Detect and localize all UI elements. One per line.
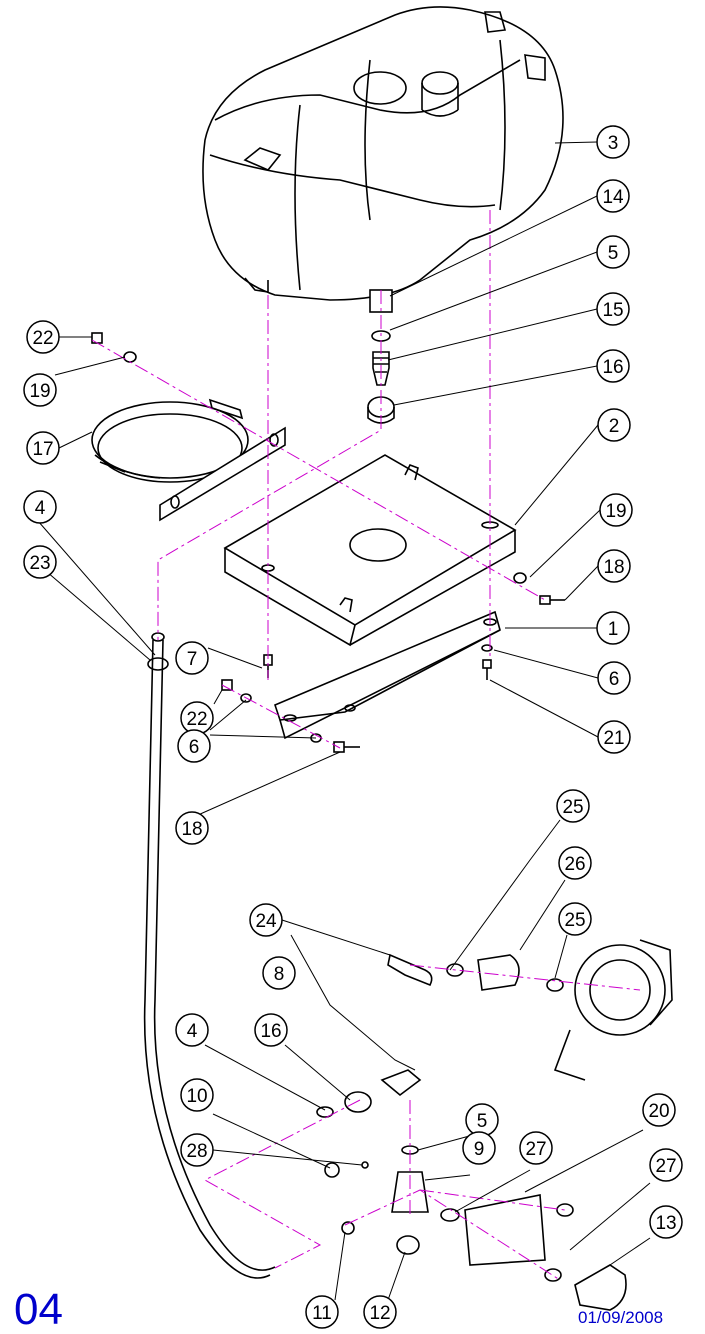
callout-label: 4 xyxy=(35,498,46,519)
callout-circle xyxy=(180,1133,214,1167)
callout-label: 5 xyxy=(608,243,619,264)
callout-label: 22 xyxy=(186,709,207,730)
callout-label: 8 xyxy=(274,964,285,985)
callout-label: 14 xyxy=(602,187,624,208)
tank-part xyxy=(202,6,564,301)
callout-circle xyxy=(175,811,209,845)
callout-circle xyxy=(26,320,60,354)
page-number: 04 xyxy=(14,1285,63,1334)
callout-label: 22 xyxy=(32,328,53,349)
callout-circle xyxy=(363,1295,397,1329)
callout-label: 24 xyxy=(255,911,277,932)
page-date: 01/09/2008 xyxy=(578,1308,664,1327)
callout-label: 6 xyxy=(189,737,200,758)
callout-label: 5 xyxy=(477,1111,488,1132)
callout-circle xyxy=(597,661,631,695)
callout-circle xyxy=(596,611,630,645)
callout-circle xyxy=(596,179,630,213)
support-bracket-part xyxy=(274,610,501,740)
callout-circle xyxy=(649,1205,683,1239)
callout-circle xyxy=(23,373,57,407)
callout-circle xyxy=(599,493,633,527)
callout-circle xyxy=(558,902,592,936)
callout-label: 27 xyxy=(655,1156,676,1177)
callout-circle xyxy=(597,408,631,442)
callout-circle xyxy=(262,956,296,990)
callout-circle xyxy=(254,1013,288,1047)
callout-label: 4 xyxy=(187,1021,198,1042)
callout-label: 28 xyxy=(186,1141,207,1162)
callout-label: 16 xyxy=(602,357,623,378)
callout-label: 27 xyxy=(525,1139,546,1160)
callout-label: 18 xyxy=(603,557,624,578)
callout-label: 2 xyxy=(609,416,620,437)
callout-circle xyxy=(305,1295,339,1329)
callout-label: 18 xyxy=(181,819,202,840)
callout-circle xyxy=(642,1093,676,1127)
callout-circle xyxy=(649,1148,683,1182)
callout-label: 21 xyxy=(603,728,624,749)
callout-circle xyxy=(596,125,630,159)
callout-label: 13 xyxy=(655,1213,676,1234)
callout-label: 9 xyxy=(474,1139,485,1160)
callout-label: 20 xyxy=(648,1101,669,1122)
callout-circle xyxy=(175,1013,209,1047)
callout-label: 26 xyxy=(564,854,585,875)
callout-label: 17 xyxy=(32,439,53,460)
callout-circle xyxy=(249,903,283,937)
callout-circle xyxy=(519,1131,553,1165)
callout-label: 6 xyxy=(609,669,620,690)
callout-circle xyxy=(596,292,630,326)
callout-circle xyxy=(597,720,631,754)
callout-label: 19 xyxy=(605,501,626,522)
callout-circle xyxy=(597,549,631,583)
callout-label: 15 xyxy=(602,300,623,321)
clamp-band-part xyxy=(91,398,286,522)
callout-circle xyxy=(556,789,590,823)
callout-label: 10 xyxy=(186,1086,207,1107)
callout-circle xyxy=(596,349,630,383)
callout-label: 11 xyxy=(312,1303,332,1324)
callout-label: 12 xyxy=(369,1303,390,1324)
callout-circle xyxy=(26,431,60,465)
callout-label: 19 xyxy=(29,381,50,402)
callout-circle xyxy=(180,1078,214,1112)
callout-circle xyxy=(558,846,592,880)
callout-circle xyxy=(462,1131,496,1165)
callout-label: 7 xyxy=(187,649,198,670)
callout-circle xyxy=(177,729,211,763)
callout-label: 23 xyxy=(29,553,50,574)
callout-label: 3 xyxy=(608,133,619,154)
callout-label: 25 xyxy=(564,910,585,931)
callout-circle xyxy=(175,641,209,675)
callout-circle xyxy=(23,545,57,579)
callout-circle xyxy=(596,235,630,269)
callout-circle xyxy=(23,490,57,524)
callout-label: 16 xyxy=(260,1021,281,1042)
callout-label: 1 xyxy=(608,619,619,640)
callout-label: 25 xyxy=(562,797,583,818)
